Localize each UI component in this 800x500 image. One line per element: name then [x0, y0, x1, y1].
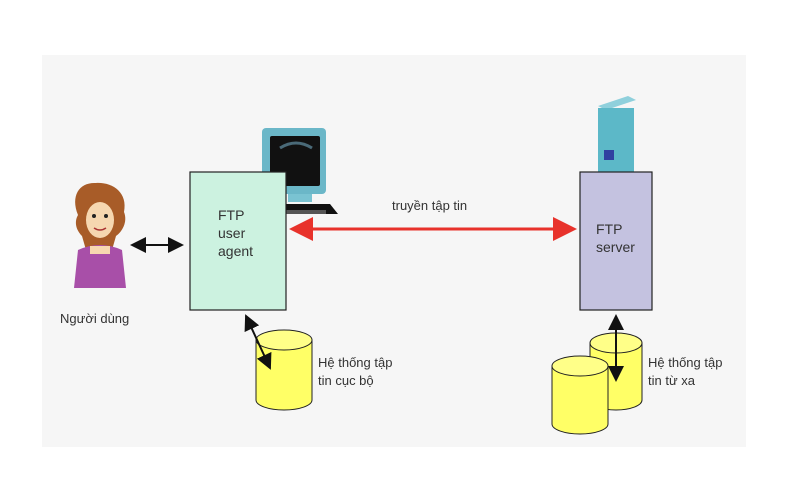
transfer-label: truyền tập tin	[392, 198, 468, 213]
local-fs-label-line1: Hệ thống tập	[318, 355, 393, 370]
user-label: Người dùng	[60, 311, 130, 326]
server-label-line2: server	[596, 239, 635, 255]
ftp-server-box	[579, 171, 653, 311]
agent-label-line3: agent	[218, 243, 254, 259]
server-tower-icon	[598, 96, 636, 174]
agent-disk-arrow	[244, 314, 272, 370]
user-person-icon	[74, 182, 126, 288]
remote-fs-label-line1: Hệ thống tập	[648, 355, 723, 370]
remote-disk-front-icon	[551, 355, 609, 435]
agent-label-line1: FTP	[218, 207, 245, 223]
remote-fs-label-line2: tin từ xa	[648, 373, 695, 388]
server-label-line1: FTP	[596, 221, 623, 237]
agent-label-line2: user	[218, 225, 246, 241]
local-disk-icon	[255, 329, 313, 411]
ftp-user-agent-box	[189, 171, 287, 311]
local-fs-label-line2: tin cục bộ	[318, 373, 374, 388]
